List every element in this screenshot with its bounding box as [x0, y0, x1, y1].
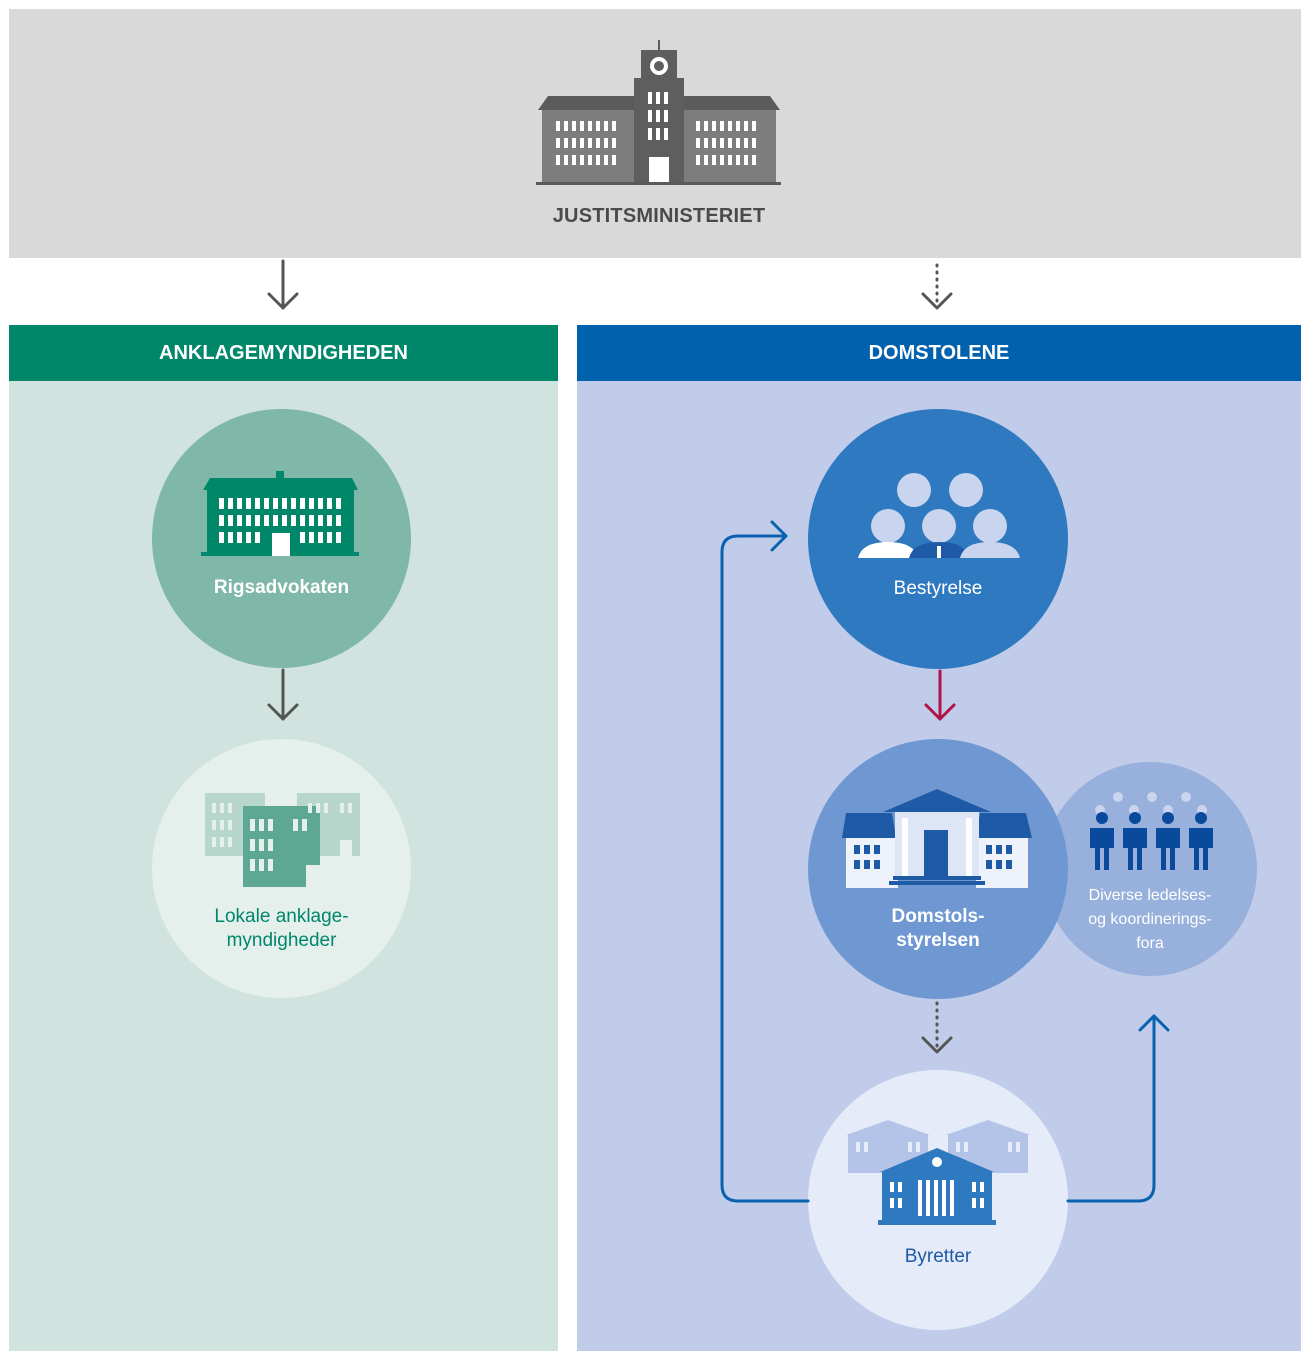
- board-people-icon: [858, 473, 1020, 558]
- domstolene-header: DOMSTOLENE: [577, 325, 1301, 381]
- anklagemyndigheden-header: ANKLAGEMYNDIGHEDEN: [9, 325, 558, 381]
- lokale-label-line2: myndigheder: [226, 930, 337, 951]
- arrow-byretter-to-diverse: [1066, 1014, 1170, 1203]
- domstolsstyrelsen-label-line2: styrelsen: [896, 930, 980, 951]
- arrow-domstolsstyrelsen-to-byretter: [921, 1001, 953, 1054]
- domstolsstyrelsen-label: Domstols- styrelsen: [808, 905, 1068, 953]
- arrow-bestyrelse-to-domstolsstyrelsen: [924, 669, 956, 721]
- domstolsstyrelsen-label-line1: Domstols-: [891, 906, 985, 927]
- bestyrelse-label: Bestyrelse: [893, 578, 983, 599]
- rigsadvokaten-label: Rigsadvokaten: [213, 577, 350, 598]
- diverse-label-line1: Diverse ledelses-: [1088, 887, 1212, 904]
- arrow-byretter-to-bestyrelse: [720, 520, 810, 1203]
- court-administration-building-icon: [842, 789, 1032, 888]
- arrow-rigsadvokaten-to-lokale: [267, 668, 299, 721]
- byretter-label: Byretter: [904, 1246, 972, 1267]
- arrow-ministry-to-domstolene: [921, 263, 953, 310]
- lokale-label: Lokale anklage- myndigheder: [152, 905, 411, 953]
- diverse-label-line3: fora: [1136, 935, 1164, 952]
- district-courts-icon: [846, 1120, 1030, 1225]
- local-buildings-icon: [205, 793, 360, 887]
- arrow-ministry-to-anklagemyndigheden: [267, 259, 299, 310]
- rigsadvokaten-building-icon: [201, 471, 359, 556]
- forum-people-icon: [1090, 792, 1213, 870]
- ministry-building-icon: [536, 40, 781, 185]
- lokale-label-line1: Lokale anklage-: [214, 906, 349, 927]
- diverse-label: Diverse ledelses- og koordinerings- fora: [1060, 884, 1240, 956]
- diverse-label-line2: og koordinerings-: [1088, 911, 1212, 928]
- ministry-title: JUSTITSMINISTERIET: [552, 205, 766, 227]
